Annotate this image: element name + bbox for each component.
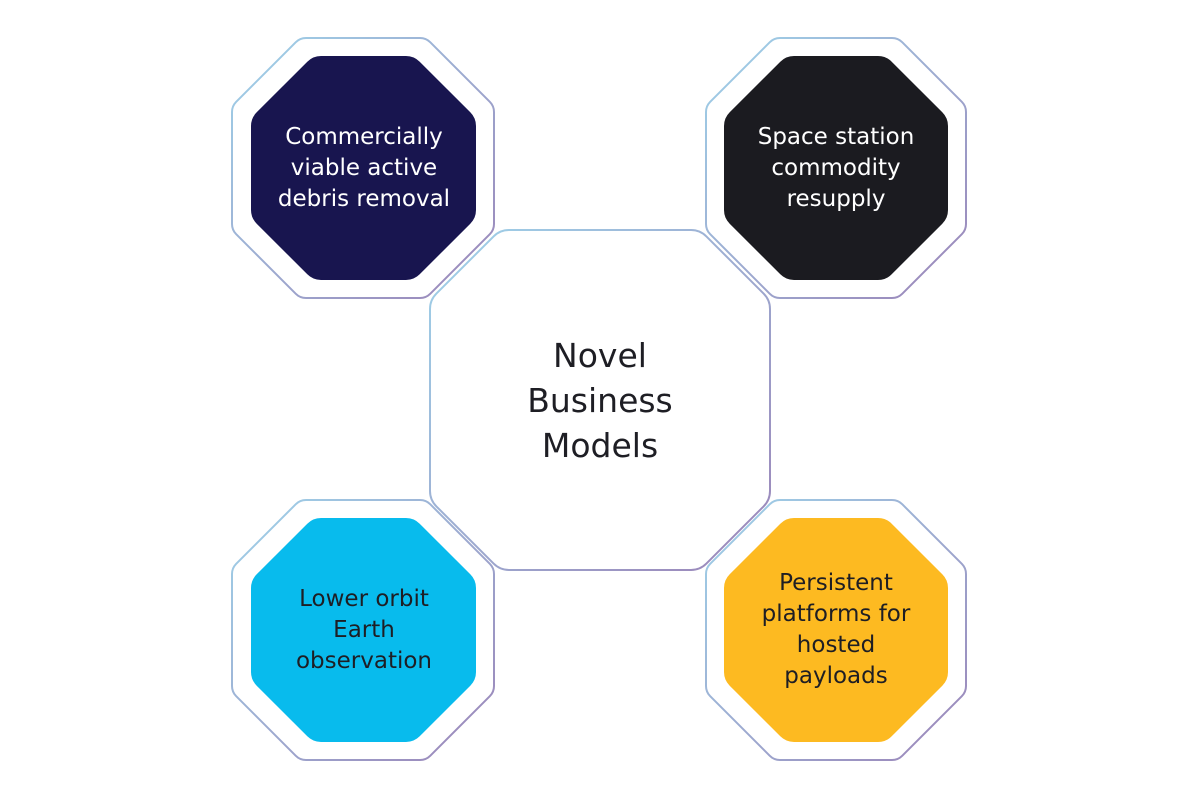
node-hosted-payloads-text: Persistent platforms for hosted payloads (761, 570, 911, 689)
node-earth-observation-text: Lower orbit Earth observation (295, 585, 433, 674)
top-right-octagon-fill (724, 56, 948, 280)
node-debris-removal: Commercially viable active debris remova… (262, 108, 466, 228)
top-left-octagon-fill (251, 56, 476, 280)
bottom-left-octagon-fill (251, 518, 476, 742)
center-title: Novel Business Models (470, 320, 730, 480)
center-octagon-outline (429, 229, 771, 571)
node-debris-removal-text: Commercially viable active debris remova… (277, 123, 451, 212)
node-station-resupply: Space station commodity resupply (734, 108, 938, 228)
node-station-resupply-text: Space station commodity resupply (757, 123, 915, 212)
bottom-right-octagon-fill (724, 518, 948, 742)
center-title-text: Novel Business Models (527, 335, 673, 465)
node-earth-observation: Lower orbit Earth observation (262, 570, 466, 690)
node-hosted-payloads: Persistent platforms for hosted payloads (734, 560, 938, 700)
